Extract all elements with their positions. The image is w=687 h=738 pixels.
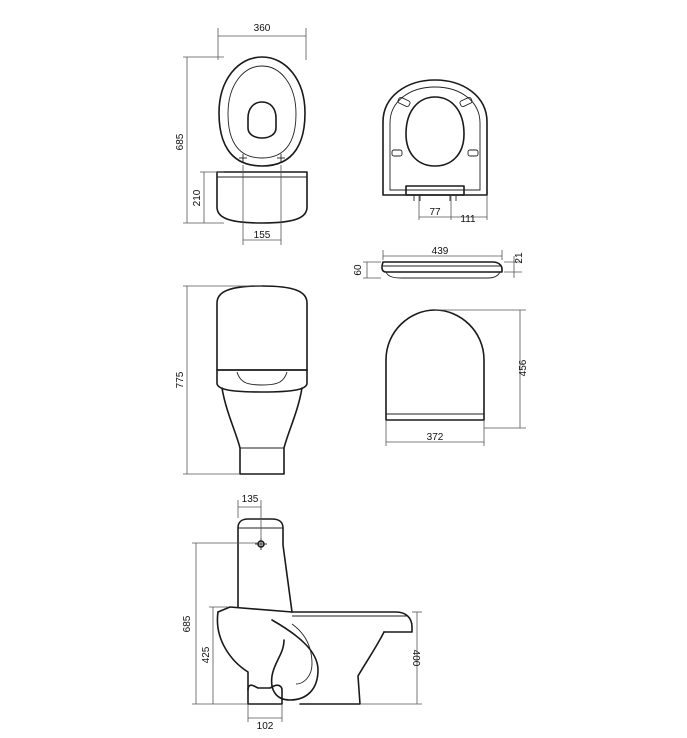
tank-front <box>216 285 308 371</box>
tank-side <box>237 518 293 613</box>
outlet-side <box>247 684 283 705</box>
dimension-111: 111 <box>451 196 488 225</box>
svg-text:102: 102 <box>257 721 274 732</box>
svg-text:439: 439 <box>432 246 449 257</box>
seat-lid-view: 456 372 <box>385 309 529 446</box>
bowl-inner <box>227 65 297 159</box>
fixing-point-icon <box>277 154 285 162</box>
seat-outline <box>382 79 488 196</box>
bumper-icon <box>397 96 411 108</box>
dimension-155: 155 <box>242 165 282 245</box>
bowl-outline <box>218 56 306 167</box>
dimension-60: 60 <box>353 261 381 279</box>
trapway-outer <box>270 619 319 701</box>
svg-text:60: 60 <box>353 264 364 276</box>
dimension-135: 135 <box>237 494 262 540</box>
bowl-band-detail <box>236 371 288 386</box>
svg-text:360: 360 <box>254 23 271 34</box>
front-view: 775 <box>175 285 308 475</box>
fixing-point-icon <box>239 154 247 162</box>
svg-text:77: 77 <box>429 207 441 218</box>
dimension-685-top: 685 <box>175 56 224 224</box>
seat-opening <box>405 96 465 167</box>
rim-opening <box>247 101 277 139</box>
bowl-side-back <box>216 611 249 691</box>
svg-text:372: 372 <box>427 432 444 443</box>
dimension-685-side: 685 <box>182 542 258 705</box>
svg-text:456: 456 <box>518 359 529 376</box>
dimension-372: 372 <box>385 420 485 446</box>
lid-outline <box>385 309 485 421</box>
svg-text:135: 135 <box>242 494 259 505</box>
svg-text:685: 685 <box>182 615 193 632</box>
bowl-side-top <box>217 606 413 633</box>
seat-side-lower <box>385 271 501 279</box>
trapway-inner <box>291 623 313 685</box>
svg-text:21: 21 <box>514 252 525 264</box>
dimension-439: 439 <box>382 246 503 260</box>
dimension-425: 425 <box>201 606 228 704</box>
svg-text:111: 111 <box>460 214 476 225</box>
seat-side-outline <box>381 261 503 273</box>
bowl-side-front <box>299 631 385 705</box>
dimension-400: 400 <box>360 611 422 705</box>
seat-top-view: 77 111 <box>382 79 488 225</box>
dimension-775: 775 <box>175 285 262 475</box>
bumper-icon <box>459 96 473 108</box>
dimension-77: 77 <box>418 196 452 220</box>
seat-side-view: 439 60 21 <box>353 246 525 279</box>
tank-outline <box>216 171 308 224</box>
dimension-102: 102 <box>247 704 283 732</box>
svg-text:210: 210 <box>192 189 203 206</box>
svg-text:155: 155 <box>254 230 271 241</box>
svg-text:425: 425 <box>201 646 212 663</box>
top-view: 360 685 210 155 <box>175 23 308 245</box>
dimension-21: 21 <box>504 252 525 278</box>
hinge-block <box>405 185 465 196</box>
bumper-icon <box>467 149 479 157</box>
dimension-210: 210 <box>192 171 224 223</box>
bumper-icon <box>391 149 403 157</box>
dimension-360: 360 <box>217 23 307 60</box>
bowl-body-front <box>221 387 303 475</box>
svg-text:400: 400 <box>410 650 421 667</box>
svg-text:685: 685 <box>175 133 186 150</box>
dimension-456: 456 <box>435 309 529 429</box>
bowl-band <box>216 369 308 393</box>
seat-inner-rim <box>389 86 481 191</box>
side-view: 135 685 425 400 102 <box>182 494 422 732</box>
svg-text:775: 775 <box>175 371 186 388</box>
